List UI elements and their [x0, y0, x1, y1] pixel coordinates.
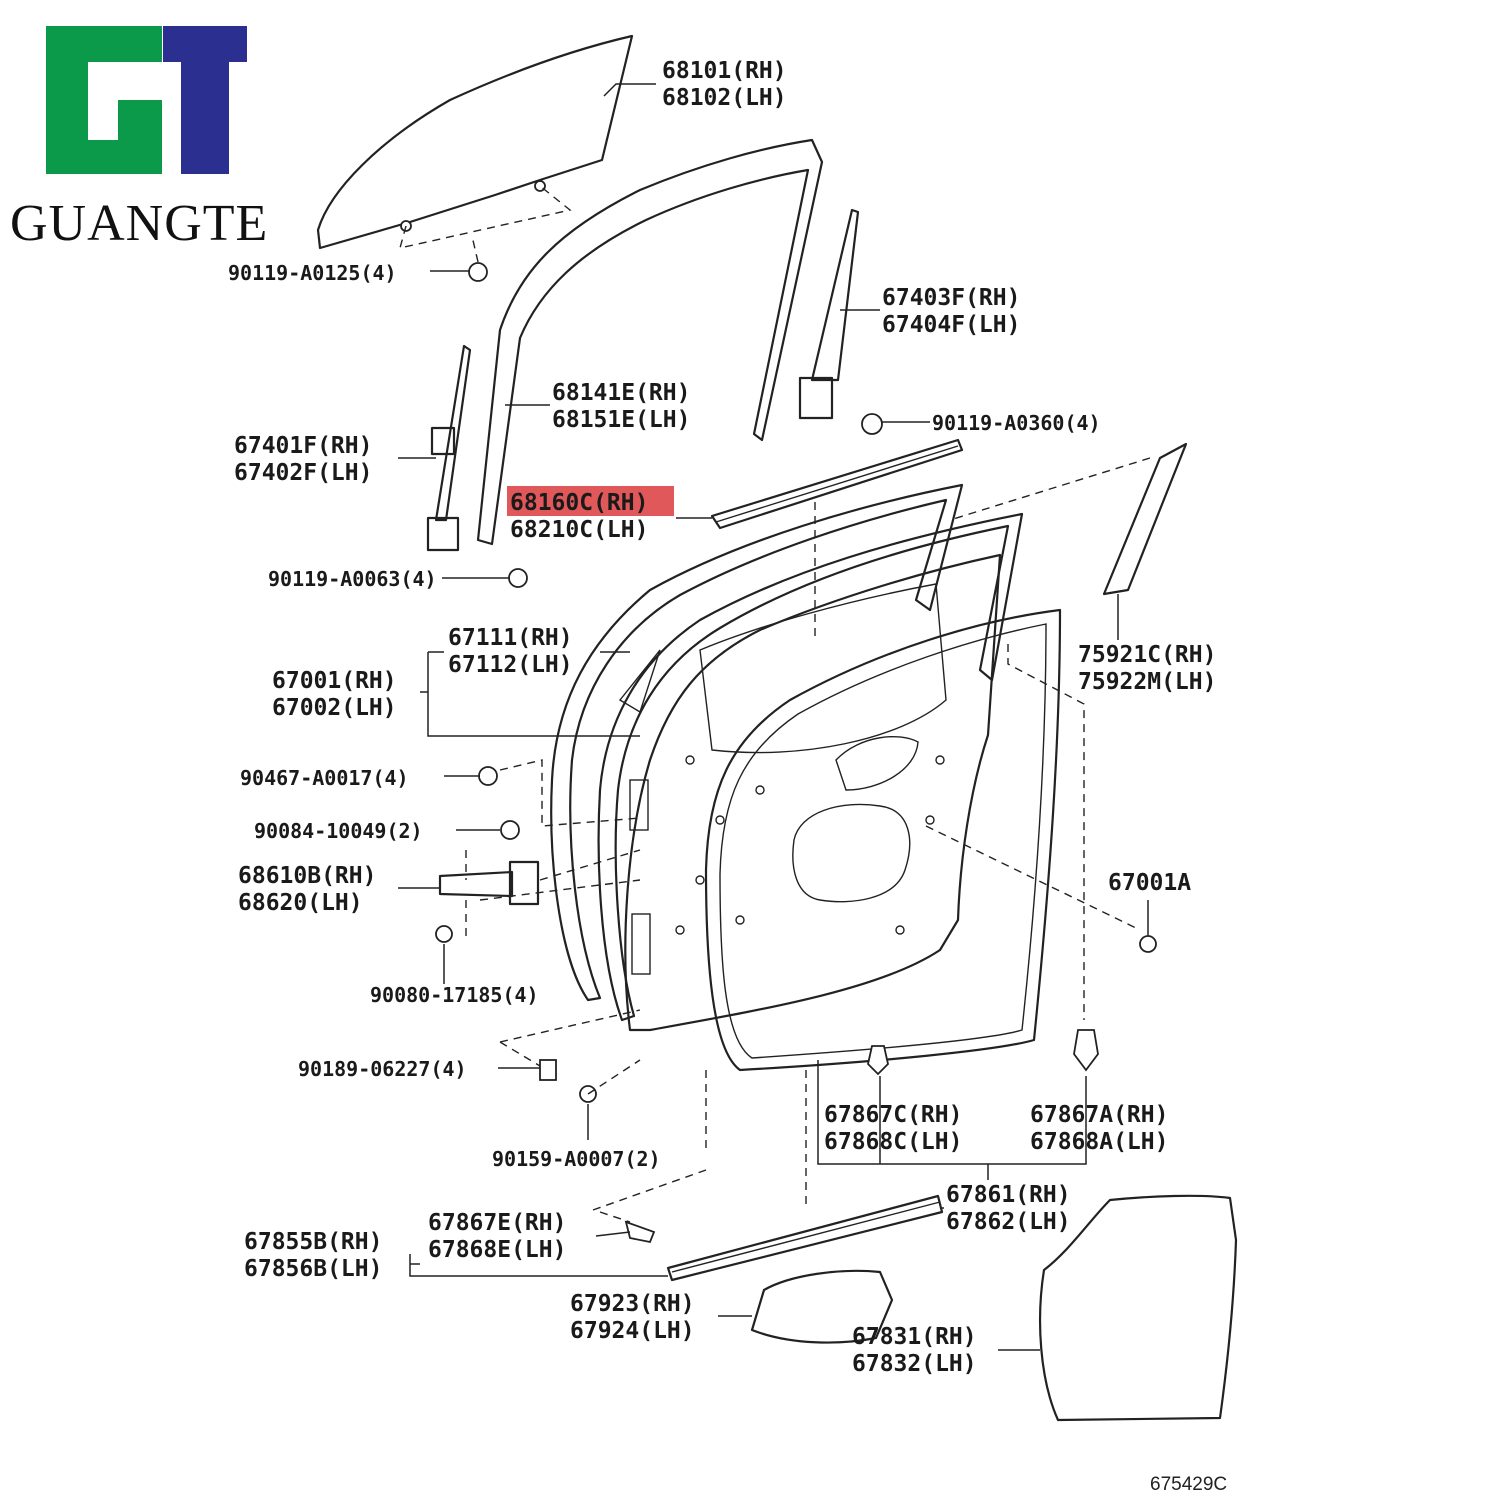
label-67862-lh: 67862(LH): [946, 1209, 1071, 1235]
service-hole-cover: [1038, 1194, 1238, 1422]
label-67855b-rh: 67855B(RH): [244, 1229, 382, 1255]
window-glass: [316, 34, 634, 282]
label-68610b-rh: 68610B(RH): [238, 863, 376, 889]
part-labels: 68101(RH) 68102(LH) 90119-A0125(4) 67403…: [228, 58, 1227, 1495]
label-68210c-lh: 68210C(LH): [510, 517, 648, 543]
label-67111-rh: 67111(RH): [448, 625, 573, 651]
door-check: [438, 860, 540, 906]
label-68160c-rh: 68160C(RH): [510, 490, 648, 516]
nut-icon: [435, 925, 453, 943]
label-67867a-rh: 67867A(RH): [1030, 1102, 1168, 1128]
plug-icon: [1139, 935, 1157, 953]
label-90119-a0125: 90119-A0125(4): [228, 261, 397, 285]
label-68102-lh: 68102(LH): [662, 85, 787, 111]
label-67401f-rh: 67401F(RH): [234, 433, 372, 459]
bolt-icon: [500, 820, 520, 840]
label-67402f-lh: 67402F(LH): [234, 460, 372, 486]
clip-icon: [624, 1220, 656, 1244]
clip-icon: [539, 1059, 557, 1081]
pillar-moulding: [1102, 442, 1188, 596]
label-68151e-lh: 68151E(LH): [552, 407, 690, 433]
label-67868c-lh: 67868C(LH): [824, 1129, 962, 1155]
label-67002-lh: 67002(LH): [272, 695, 397, 721]
label-90080-17185: 90080-17185(4): [370, 983, 539, 1007]
label-68620-lh: 68620(LH): [238, 890, 363, 916]
brand-name: GUANGTE: [10, 195, 268, 252]
mirror-mount: [618, 649, 661, 714]
label-67112-lh: 67112(LH): [448, 652, 573, 678]
label-75921c-rh: 75921C(RH): [1078, 642, 1216, 668]
clip-icon: [1073, 1029, 1099, 1072]
leader-lines: [398, 83, 1149, 1351]
foam-pad: [750, 1269, 894, 1344]
glass-run-channel: [476, 138, 824, 546]
label-67867e-rh: 67867E(RH): [428, 1210, 566, 1236]
label-90189-06227: 90189-06227(4): [298, 1057, 467, 1081]
label-67924-lh: 67924(LH): [570, 1318, 695, 1344]
dashed-guides: [465, 457, 1151, 1223]
label-67001a: 67001A: [1108, 870, 1191, 896]
diagram-code: 675429C: [1150, 1474, 1227, 1495]
door-panel: [618, 553, 1002, 1032]
rear-lower-frame: [798, 208, 883, 435]
label-67867c-rh: 67867C(RH): [824, 1102, 962, 1128]
label-90119-a0360: 90119-A0360(4): [932, 411, 1101, 435]
label-90159-a0007: 90159-A0007(2): [492, 1147, 661, 1171]
bolt-icon: [468, 262, 488, 282]
label-67404f-lh: 67404F(LH): [882, 312, 1020, 338]
bolt-icon: [861, 413, 883, 435]
label-75922m-lh: 75922M(LH): [1078, 669, 1216, 695]
label-90467-a0017: 90467-A0017(4): [240, 766, 409, 790]
label-67868e-lh: 67868E(LH): [428, 1237, 566, 1263]
fasteners: [435, 766, 1157, 1244]
guangte-logo: GUANGTE: [10, 26, 268, 252]
label-68101-rh: 68101(RH): [662, 58, 787, 84]
belt-weatherstrip: [710, 438, 964, 530]
label-67403f-rh: 67403F(RH): [882, 285, 1020, 311]
opening-weatherstrip: [704, 608, 1062, 1072]
lower-moulding: [666, 1194, 944, 1282]
label-67831-rh: 67831(RH): [852, 1324, 977, 1350]
part-highlight: [507, 486, 674, 516]
label-67832-lh: 67832(LH): [852, 1351, 977, 1377]
label-68141e-rh: 68141E(RH): [552, 380, 690, 406]
label-67001-rh: 67001(RH): [272, 668, 397, 694]
label-90119-a0063: 90119-A0063(4): [268, 567, 437, 591]
front-lower-frame: [426, 344, 528, 588]
label-67856b-lh: 67856B(LH): [244, 1256, 382, 1282]
label-90084-10049: 90084-10049(2): [254, 819, 423, 843]
bolt-icon: [508, 568, 528, 588]
clip-icon: [867, 1045, 889, 1076]
label-67868a-lh: 67868A(LH): [1030, 1129, 1168, 1155]
label-67861-rh: 67861(RH): [946, 1182, 1071, 1208]
bolt-icon: [478, 766, 498, 786]
door-weatherstrip: [550, 483, 1024, 1022]
label-67923-rh: 67923(RH): [570, 1291, 695, 1317]
